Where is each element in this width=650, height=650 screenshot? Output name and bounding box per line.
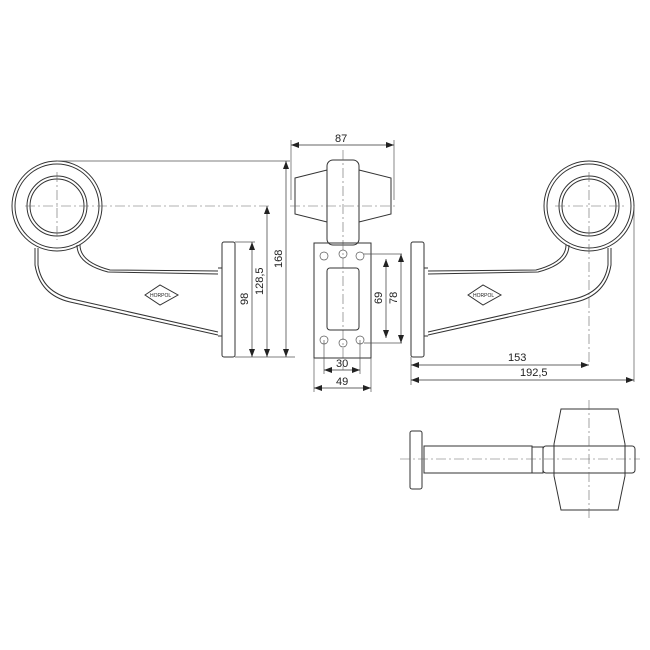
center-lamp-view — [290, 150, 402, 370]
svg-text:168: 168 — [273, 250, 285, 268]
svg-text:192,5: 192,5 — [520, 367, 548, 379]
dim-30: 30 — [323, 340, 361, 374]
horpol-logo-left: HORPOL — [144, 284, 180, 306]
svg-text:78: 78 — [388, 292, 400, 304]
dim-153: 153 — [410, 352, 589, 385]
dim-78: 78 — [388, 254, 404, 343]
dim-168: 168 — [273, 161, 289, 357]
svg-text:30: 30 — [336, 358, 348, 370]
dim-69: 69 — [373, 259, 389, 338]
dim-98: 98 — [239, 242, 255, 357]
svg-text:49: 49 — [336, 376, 348, 388]
svg-text:87: 87 — [335, 133, 347, 145]
horpol-logo-right: HORPOL — [467, 284, 503, 306]
svg-text:69: 69 — [373, 292, 385, 304]
dim-49: 49 — [313, 358, 372, 392]
dim-87: 87 — [290, 133, 395, 200]
svg-text:128,5: 128,5 — [254, 267, 266, 295]
dim-128-5: 128,5 — [254, 206, 270, 357]
bottom-side-view — [400, 400, 640, 520]
right-lamp-view: HORPOL — [410, 160, 635, 382]
svg-text:HORPOL: HORPOL — [473, 293, 494, 299]
svg-text:153: 153 — [508, 352, 526, 364]
left-lamp-view: HORPOL — [11, 160, 295, 358]
svg-text:98: 98 — [239, 293, 251, 305]
svg-text:HORPOL: HORPOL — [150, 293, 171, 299]
dim-192-5: 192,5 — [411, 367, 634, 383]
